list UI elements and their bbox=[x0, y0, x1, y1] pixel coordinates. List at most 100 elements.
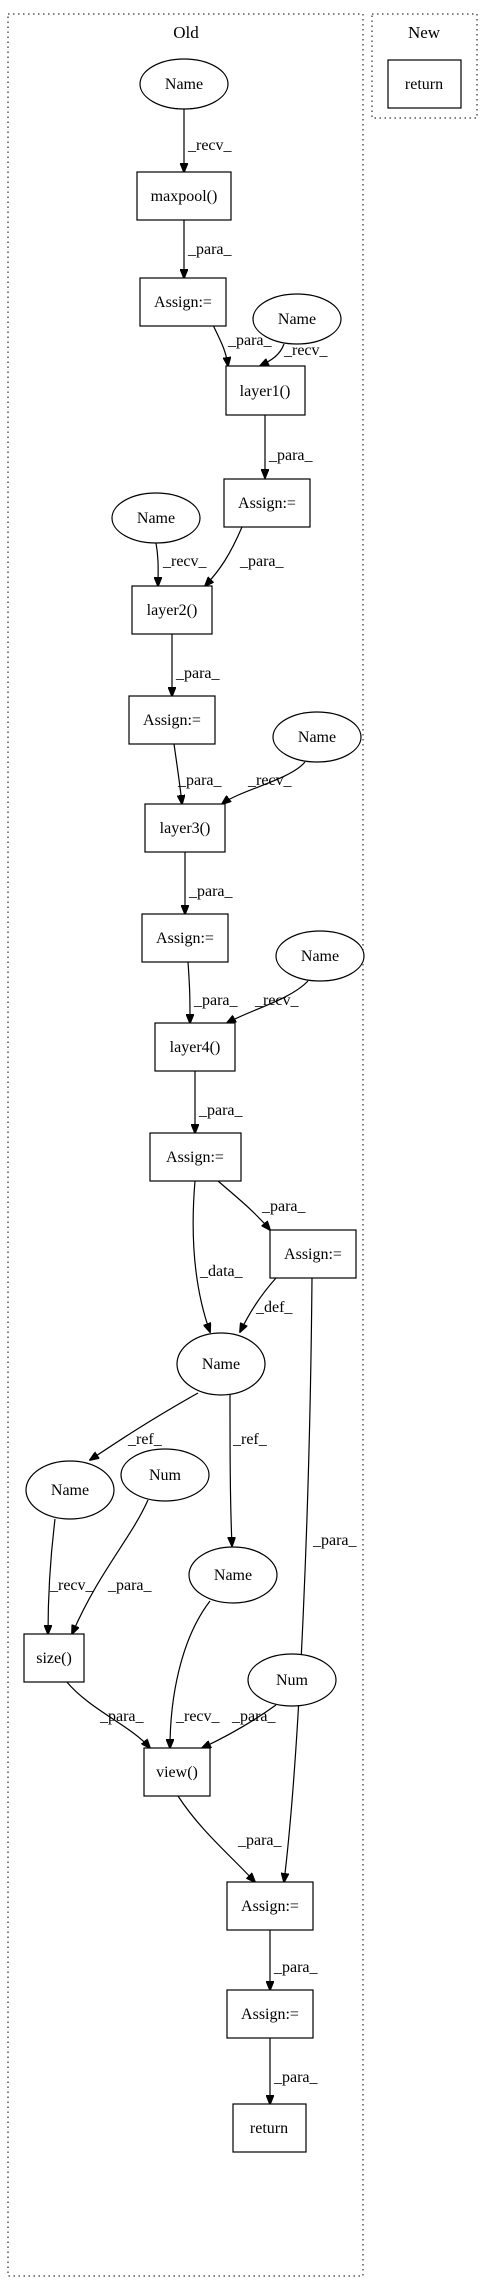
edge-assign2-layer2 bbox=[205, 526, 243, 586]
edge-assign1-layer1 bbox=[212, 324, 228, 366]
cluster-new-label: New bbox=[408, 23, 441, 42]
edge-label: _para_ bbox=[237, 1832, 283, 1849]
name-node[interactable] bbox=[275, 930, 365, 982]
node-label: Name bbox=[278, 311, 316, 328]
edge-label: _recv_ bbox=[247, 772, 293, 789]
name-node[interactable] bbox=[188, 1546, 278, 1604]
edge-assign6-assign7 bbox=[284, 1277, 313, 1882]
layer4-node[interactable] bbox=[154, 1022, 236, 1072]
return-node-new[interactable] bbox=[387, 59, 462, 109]
node-label: Name bbox=[137, 510, 175, 527]
edge-label: _para_ bbox=[188, 883, 234, 900]
maxpool-node[interactable] bbox=[136, 171, 232, 221]
edge-label: _recv_ bbox=[162, 553, 208, 570]
edge-label: _para_ bbox=[187, 241, 233, 258]
edge-name-layer3 bbox=[222, 761, 306, 804]
edge-label: _def_ bbox=[255, 1299, 293, 1316]
node-label: layer4() bbox=[170, 1039, 221, 1056]
edge-label: _para_ bbox=[268, 447, 314, 464]
edges: _recv_ _para_ _para_ _recv_ _para_ _para… bbox=[48, 109, 358, 2104]
edge-assign6-name-mid bbox=[240, 1277, 277, 1332]
cluster-old-label: Old bbox=[173, 23, 199, 42]
edge-name-size-size bbox=[48, 1518, 56, 1634]
view-node[interactable] bbox=[143, 1747, 211, 1797]
edge-label: _para_ bbox=[175, 665, 221, 682]
edge-label: _ref_ bbox=[127, 1431, 163, 1448]
node-label: Name bbox=[165, 76, 203, 93]
edge-label: _ref_ bbox=[232, 1431, 268, 1448]
name-node[interactable] bbox=[25, 1460, 115, 1520]
edge-label: _data_ bbox=[199, 1263, 244, 1280]
cluster-new bbox=[371, 13, 478, 119]
node-label: return bbox=[250, 2120, 288, 2137]
layer2-node[interactable] bbox=[131, 585, 213, 635]
edge-label: _para_ bbox=[261, 1198, 307, 1215]
node-label: Assign:= bbox=[241, 1898, 299, 1915]
edge-label: _para_ bbox=[193, 992, 239, 1009]
node-label: Assign:= bbox=[143, 712, 201, 729]
node-label: Num bbox=[149, 1467, 182, 1484]
name-node[interactable] bbox=[272, 711, 362, 763]
edge-label: _para_ bbox=[273, 2069, 319, 2086]
edge-name-layer1 bbox=[260, 343, 285, 366]
edge-label: _para_ bbox=[107, 1577, 153, 1594]
node-label: Name bbox=[214, 1567, 252, 1584]
node-label: Assign:= bbox=[238, 495, 296, 512]
assign-node[interactable] bbox=[149, 1132, 242, 1182]
node-label: size() bbox=[36, 1650, 72, 1667]
assign-node[interactable] bbox=[226, 1881, 314, 1931]
edge-label: _recv_ bbox=[187, 137, 233, 154]
name-node[interactable] bbox=[139, 58, 229, 110]
assign-node[interactable] bbox=[141, 913, 229, 963]
num-node[interactable] bbox=[247, 1653, 337, 1707]
node-label: return bbox=[405, 76, 443, 93]
node-label: Assign:= bbox=[284, 1246, 342, 1263]
edge-label: _para_ bbox=[227, 332, 273, 349]
edge-label: _para_ bbox=[273, 1959, 319, 1976]
cluster-old bbox=[7, 13, 364, 2277]
edge-label: _recv_ bbox=[283, 342, 329, 359]
num-node[interactable] bbox=[120, 1448, 210, 1502]
edge-label: _recv_ bbox=[49, 1577, 95, 1594]
edge-assign5-assign6 bbox=[217, 1180, 270, 1230]
name-node[interactable] bbox=[252, 293, 342, 345]
name-node[interactable] bbox=[176, 1332, 266, 1396]
assign-node[interactable] bbox=[269, 1229, 357, 1279]
node-label: maxpool() bbox=[151, 188, 218, 205]
edge-name-mid-name-view bbox=[230, 1394, 232, 1546]
assign-node[interactable] bbox=[226, 1989, 314, 2039]
node-label: Assign:= bbox=[154, 294, 212, 311]
edge-label: _para_ bbox=[198, 1102, 244, 1119]
layer3-node[interactable] bbox=[144, 803, 226, 853]
edge-assign4-layer4 bbox=[188, 961, 190, 1023]
edge-num-view-view bbox=[202, 1704, 277, 1748]
name-node[interactable] bbox=[111, 492, 201, 544]
node-label: Num bbox=[276, 1672, 309, 1689]
node-label: Name bbox=[301, 948, 339, 965]
return-node[interactable] bbox=[232, 2103, 307, 2153]
edge-label: _recv_ bbox=[254, 992, 300, 1009]
node-label: layer2() bbox=[147, 602, 198, 619]
node-label: view() bbox=[156, 1764, 198, 1781]
assign-node[interactable] bbox=[223, 478, 311, 528]
node-label: Name bbox=[298, 729, 336, 746]
nodes: Name maxpool() Assign:= Name layer1() As… bbox=[23, 58, 462, 2153]
edge-label: _para_ bbox=[99, 1708, 145, 1725]
node-label: Name bbox=[202, 1356, 240, 1373]
node-label: layer3() bbox=[160, 820, 211, 837]
edge-name-layer2 bbox=[156, 542, 158, 586]
node-label: Assign:= bbox=[156, 930, 214, 947]
layer1-node[interactable] bbox=[225, 365, 306, 416]
edge-num-size bbox=[72, 1499, 149, 1634]
size-node[interactable] bbox=[23, 1633, 85, 1683]
edge-view-assign7 bbox=[177, 1795, 255, 1882]
edge-label: _para_ bbox=[231, 1708, 277, 1725]
assign-node[interactable] bbox=[128, 695, 216, 745]
edge-assign3-layer3 bbox=[173, 743, 182, 804]
assign-node[interactable] bbox=[139, 277, 227, 327]
edge-name-mid-name-size bbox=[90, 1392, 199, 1460]
node-label: Assign:= bbox=[166, 1149, 224, 1166]
edge-label: _para_ bbox=[177, 772, 223, 789]
edge-label: _recv_ bbox=[175, 1708, 221, 1725]
edge-name-view-view bbox=[170, 1600, 211, 1748]
